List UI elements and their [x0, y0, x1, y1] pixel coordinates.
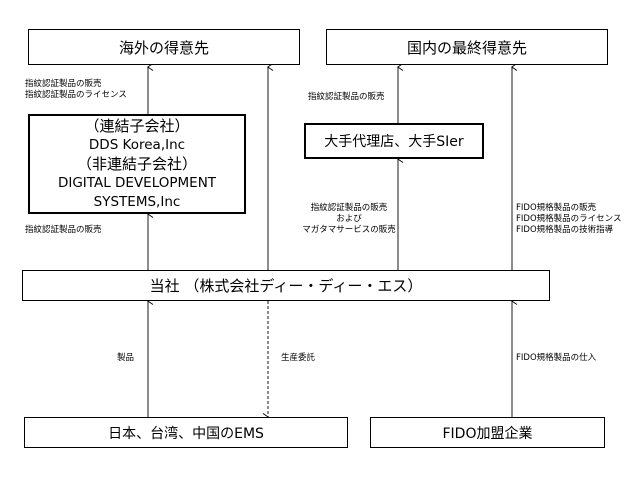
overseas-customers-box: 海外の得意先 — [28, 29, 300, 65]
fido-members-box: FIDO加盟企業 — [370, 417, 605, 448]
label-fido-to-company: FIDO規格製品の仕入 — [516, 353, 597, 363]
nonconsolidated-subsidiary-name-line2: SYSTEMS,Inc — [93, 193, 181, 210]
major-agents-box: 大手代理店、大手SIer — [304, 123, 484, 159]
ems-box: 日本、台湾、中国のEMS — [24, 417, 348, 448]
company-box: 当社 （株式会社ディー・ディー・エス） — [22, 270, 550, 301]
ems-label: 日本、台湾、中国のEMS — [108, 425, 264, 442]
consolidated-subsidiary-name: DDS Korea,Inc — [88, 136, 186, 153]
consolidated-subsidiary-heading: （連結子会社） — [84, 116, 190, 135]
domestic-customers-label: 国内の最終得意先 — [406, 38, 527, 57]
subsidiaries-box: （連結子会社） DDS Korea,Inc （非連結子会社） DIGITAL D… — [28, 114, 246, 214]
label-company-to-subsidiaries: 指紋認証製品の販売 — [25, 225, 102, 235]
label-company-to-domestic: FIDO規格製品の販売 FIDO規格製品のライセンス FIDO規格製品の技術指導 — [516, 203, 622, 235]
nonconsolidated-subsidiary-heading: （非連結子会社） — [76, 154, 197, 173]
label-ems-to-company: 製品 — [117, 353, 135, 363]
label-company-to-ems: 生産委託 — [281, 353, 316, 363]
label-company-to-agents: 指紋認証製品の販売 および マガタマサービスの販売 — [302, 203, 396, 235]
label-agents-to-domestic: 指紋認証製品の販売 — [308, 92, 385, 102]
company-label: 当社 （株式会社ディー・ディー・エス） — [149, 277, 423, 295]
overseas-customers-label: 海外の得意先 — [118, 38, 209, 57]
label-sub-to-overseas: 指紋認証製品の販売 指紋認証製品のライセンス — [25, 79, 127, 100]
major-agents-label: 大手代理店、大手SIer — [324, 134, 464, 150]
nonconsolidated-subsidiary-name-line1: DIGITAL DEVELOPMENT — [57, 174, 217, 191]
fido-members-label: FIDO加盟企業 — [442, 425, 533, 442]
domestic-customers-box: 国内の最終得意先 — [326, 29, 608, 65]
